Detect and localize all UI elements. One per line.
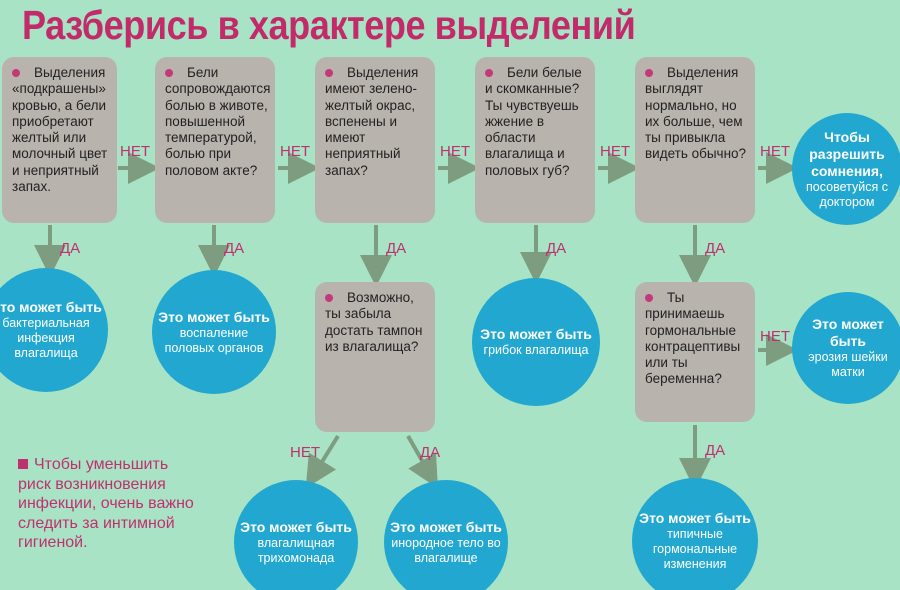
result-heading: Это может быть: [812, 316, 884, 349]
result-heading: Это может быть: [240, 518, 352, 535]
result-heading: Это может быть: [390, 518, 502, 535]
label-no: НЕТ: [600, 143, 630, 160]
result-text: типичные гормональные изменения: [652, 527, 738, 571]
question-box-5: Выделения выглядят нормально, но их боль…: [635, 57, 755, 223]
result-heading: Чтобы разрешить сомнения,: [809, 128, 885, 179]
question-text: Бели сопровождаются болью в животе, повы…: [165, 65, 271, 178]
hygiene-note: Чтобы уменьшить риск возникновения инфек…: [18, 455, 198, 553]
label-no: НЕТ: [280, 143, 310, 160]
bullet-icon: [645, 294, 653, 303]
label-yes: ДА: [705, 240, 726, 257]
bullet-icon: [165, 69, 173, 78]
question-box-2: Бели сопровождаются болью в животе, повы…: [155, 57, 275, 223]
result-text: воспаление половых органов: [164, 325, 264, 355]
question-box-7: Ты принимаешь гормональные контрацептивы…: [635, 282, 755, 422]
result-text: посоветуйся с доктором: [806, 179, 888, 209]
label-yes: ДА: [224, 240, 245, 257]
arrow-no-7: [305, 434, 340, 489]
arrow-yes-6: [406, 435, 438, 489]
square-bullet-icon: [18, 459, 28, 469]
bullet-icon: [325, 294, 333, 303]
result-text: инородное тело во влагалище: [391, 535, 501, 565]
label-yes: ДА: [705, 442, 726, 459]
question-box-6: Возможно, ты забыла достать тампон из вл…: [315, 282, 435, 432]
result-text: влагалищная трихомонада: [257, 535, 335, 565]
label-yes: ДА: [420, 444, 441, 461]
note-text: Чтобы уменьшить риск возникновения инфек…: [18, 456, 194, 551]
question-box-1: Выделения «подкрашены» кровью, а бели пр…: [2, 57, 117, 223]
label-no: НЕТ: [760, 328, 790, 345]
question-text: Выделения выглядят нормально, но их боль…: [645, 65, 747, 162]
bullet-icon: [12, 69, 20, 78]
question-text: Ты принимаешь гормональные контрацептивы…: [645, 290, 741, 387]
result-text: грибок влагалища: [483, 343, 589, 357]
question-text: Бели белые и скомканные? Ты чувствуешь ж…: [485, 65, 582, 178]
question-text: Выделения имеют зелено-желтый окрас, всп…: [325, 65, 419, 178]
result-doctor: Чтобы разрешить сомнения,посоветуйся с д…: [792, 113, 900, 225]
result-heading: Это может быть: [0, 299, 102, 315]
label-no: НЕТ: [440, 143, 470, 160]
result-text: эрозия шейки матки: [808, 350, 888, 379]
question-box-4: Бели белые и скомканные? Ты чувствуешь ж…: [475, 57, 595, 223]
bullet-icon: [485, 69, 493, 78]
question-text: Выделения «подкрашены» кровью, а бели пр…: [12, 65, 108, 195]
label-yes: ДА: [60, 240, 81, 257]
question-text: Возможно, ты забыла достать тампон из вл…: [325, 290, 423, 354]
label-no: НЕТ: [290, 444, 320, 461]
result-heading: Это может быть: [480, 326, 592, 342]
label-no: НЕТ: [120, 143, 150, 160]
page-title: Разберись в характере выделений: [22, 2, 636, 48]
bullet-icon: [325, 69, 333, 78]
label-yes: ДА: [386, 240, 407, 257]
question-box-3: Выделения имеют зелено-желтый окрас, всп…: [315, 57, 435, 223]
bullet-icon: [645, 69, 653, 78]
result-text: бактериальная инфекция влагалища: [2, 316, 90, 360]
result-heading: Это может быть: [158, 308, 270, 325]
label-yes: ДА: [546, 240, 567, 257]
label-no: НЕТ: [760, 143, 790, 160]
result-heading: Это может быть: [639, 510, 751, 526]
